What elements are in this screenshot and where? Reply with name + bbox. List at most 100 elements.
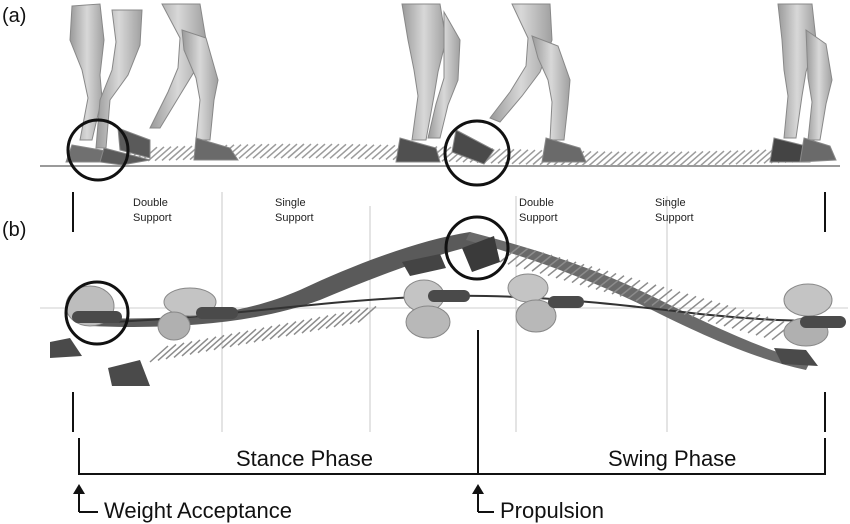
trail-stroke (285, 319, 305, 337)
trail-stroke (515, 249, 537, 268)
trail-stroke (325, 311, 345, 330)
trail-stroke (672, 151, 690, 167)
highlight-circle-a2 (443, 119, 511, 187)
skate-cluster-3 (403, 279, 470, 339)
trail-stroke (343, 143, 361, 160)
trail-stroke (579, 268, 601, 286)
trail-stroke (518, 149, 536, 165)
panel-b-top-view (40, 215, 848, 386)
propulsion-label: Propulsion (500, 498, 604, 523)
trail-stroke (571, 265, 593, 284)
trail-stroke (315, 143, 333, 159)
trail-stroke (294, 143, 312, 159)
trail-stroke (539, 256, 561, 275)
trail-stroke (595, 151, 613, 167)
trail-stroke (707, 150, 725, 166)
trail-band-upper (90, 232, 490, 327)
weight-acceptance-marker: Weight Acceptance (73, 484, 292, 523)
trail-stroke (643, 286, 665, 304)
trail-stroke (357, 305, 377, 323)
trail-stroke (700, 150, 718, 166)
trail-stroke (364, 144, 382, 160)
trail-stroke (175, 145, 193, 161)
trail-stroke (205, 334, 225, 352)
trail-stroke (611, 277, 633, 295)
trail-stroke (161, 145, 179, 162)
trail-stroke (630, 151, 648, 167)
propulsion-marker: Propulsion (472, 484, 604, 523)
trail-stroke (349, 307, 369, 325)
trail-stroke (707, 304, 729, 323)
trail-stroke (301, 316, 321, 334)
trail-stroke (371, 144, 389, 160)
trail-stroke (287, 143, 305, 159)
trail-stroke (336, 143, 354, 159)
support-label-1a: Double (133, 197, 168, 209)
support-label-3a: Double (519, 197, 554, 209)
trail-stroke (723, 309, 745, 327)
trail-stroke (269, 322, 289, 340)
trail-stroke (154, 146, 172, 162)
trail-stroke (238, 143, 256, 160)
trail-stroke (173, 340, 193, 358)
trail-stroke (665, 151, 683, 167)
trail-stroke (731, 311, 753, 329)
trail-stroke (749, 149, 767, 165)
trail-band-lower (466, 232, 810, 370)
trail-stroke (651, 151, 669, 167)
trail-stroke (490, 148, 508, 164)
trail-stroke (721, 150, 739, 166)
trail-stroke (555, 261, 577, 279)
skate-cluster-6 (402, 236, 500, 276)
trail-stroke (627, 281, 649, 300)
leg-figure-5 (769, 3, 837, 163)
highlight-circle-a1 (66, 118, 130, 182)
skate-cluster-1 (50, 285, 122, 358)
trail-stroke (221, 331, 241, 349)
trail-stroke (531, 254, 553, 272)
trail-stroke (253, 325, 273, 343)
trail-stroke (644, 151, 662, 167)
panel-a-side-view (40, 3, 840, 187)
trail-stroke (280, 143, 298, 159)
skate-trail-b (149, 245, 793, 363)
trail-stroke (357, 144, 375, 160)
trail-stroke (581, 151, 599, 167)
trail-stroke (602, 151, 620, 167)
phase-brackets (72, 192, 826, 475)
trail-stroke (619, 279, 641, 297)
trail-stroke (507, 247, 529, 265)
trail-stroke (197, 336, 217, 354)
highlight-circle-b1 (64, 280, 130, 346)
trail-stroke (497, 148, 515, 164)
trail-stroke (317, 313, 337, 331)
trail-stroke (667, 293, 689, 311)
trail-stroke (742, 149, 760, 165)
trail-stroke (149, 345, 169, 363)
support-labels: Double Support Single Support Double Sup… (133, 197, 694, 224)
trail-stroke (168, 145, 186, 161)
swing-phase-label: Swing Phase (608, 446, 736, 471)
trail-stroke (341, 308, 361, 326)
trail-stroke (157, 343, 177, 362)
trail-stroke (658, 151, 676, 167)
trail-stroke (259, 143, 277, 159)
trail-stroke (683, 297, 705, 316)
trail-stroke (350, 144, 368, 160)
panel-a-label: (a) (2, 5, 26, 27)
trail-stroke (755, 318, 777, 336)
trail-stroke (511, 149, 529, 165)
trail-stroke (181, 339, 201, 357)
trail-stroke (735, 149, 753, 165)
support-label-2b: Support (275, 212, 314, 224)
trail-stroke (523, 252, 545, 270)
trail-stroke (756, 148, 774, 165)
trail-stroke (763, 320, 785, 339)
trail-stroke (165, 342, 185, 360)
trail-stroke (301, 143, 319, 159)
trail-stroke (623, 151, 641, 167)
trail-stroke (525, 149, 543, 165)
support-label-4b: Support (655, 212, 694, 224)
leg-figure-4 (489, 3, 587, 163)
